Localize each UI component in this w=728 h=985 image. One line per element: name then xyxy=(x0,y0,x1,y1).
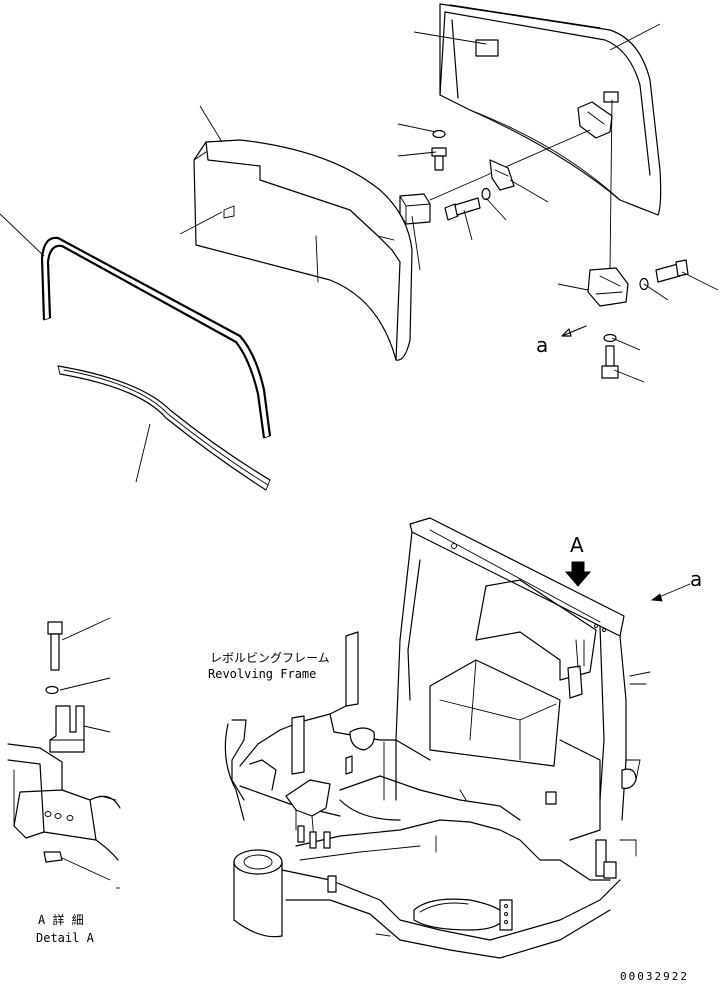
arrow-a-frame-label: a xyxy=(690,567,702,591)
view-a-label: A xyxy=(570,533,584,557)
hinge-bracket-top xyxy=(577,101,613,139)
bolt-mid xyxy=(444,197,481,221)
washer-mid xyxy=(481,187,491,201)
detail-label-jp: A 詳 細 xyxy=(38,912,84,927)
bolt-bottom xyxy=(601,345,619,379)
frame-name-jp: レボルビングフレーム xyxy=(210,651,330,665)
drawing-code: 00032922 xyxy=(620,970,689,983)
leader-seal xyxy=(0,213,45,257)
rubber-stopper xyxy=(399,193,431,225)
revolving-frame xyxy=(224,517,651,959)
rubber-seal xyxy=(40,236,272,439)
leader-lines-detail xyxy=(59,617,120,889)
detail-a xyxy=(7,621,121,863)
view-a-indicator: A xyxy=(564,533,592,587)
side-cover-panel xyxy=(193,139,413,361)
hood-centerline xyxy=(609,99,613,271)
hood-cover xyxy=(439,3,662,216)
weather-strip xyxy=(57,365,271,491)
lock-bracket xyxy=(587,267,629,307)
washer-bottom xyxy=(603,333,617,343)
leader-lines-panel xyxy=(179,105,223,235)
clip-bracket-mid xyxy=(489,159,515,191)
bolt-top xyxy=(431,147,447,171)
leader-strip xyxy=(135,423,151,483)
washer-top xyxy=(432,129,446,139)
arrow-a-top: a xyxy=(536,325,587,357)
bolt-right xyxy=(655,259,689,283)
leader-lines-top xyxy=(397,23,719,383)
arrow-a-frame: a xyxy=(650,567,702,602)
hood-projection-line xyxy=(429,129,591,201)
frame-name-en: Revolving Frame xyxy=(208,667,316,681)
arrow-a-label: a xyxy=(536,333,548,357)
detail-label-en: Detail A xyxy=(36,931,95,945)
